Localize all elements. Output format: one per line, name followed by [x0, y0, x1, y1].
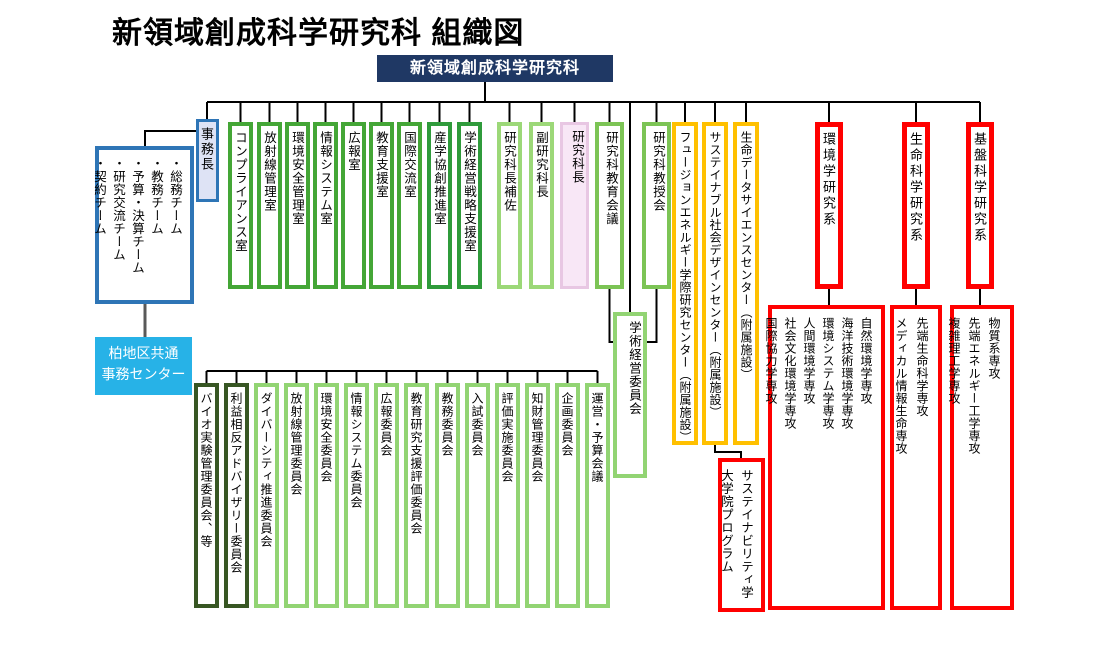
vice-dean-box: 副研究科長: [529, 122, 554, 289]
life-sciences-division-box: 生命科学研究系: [902, 122, 930, 289]
secretary-general-box: 事務長: [196, 119, 219, 202]
public-relations-committee-box: 広報委員会: [374, 383, 399, 608]
dean-assistant-box: 研究科長補佐: [497, 122, 522, 289]
radiation-committee-box: 放射線管理委員会: [284, 383, 309, 608]
environment-safety-office-box: 環境安全管理室: [285, 122, 310, 289]
environmental-studies-division-box: 環境学研究系: [815, 122, 843, 289]
information-system-committee-box: 情報システム委員会: [344, 383, 369, 608]
management-budget-council-box: 運営・予算会議: [585, 383, 610, 608]
academic-management-committee-box: 学術経営委員会: [613, 312, 647, 478]
admissions-committee-box: 入試委員会: [465, 383, 490, 608]
ip-management-committee-box: 知財管理委員会: [525, 383, 550, 608]
sustainability-program-box: サステイナビリティ学 大学院プログラム: [718, 458, 765, 612]
chart-title: 新領域創成科学研究科 組織図: [112, 17, 525, 50]
life-data-science-center-box: 生命データサイエンスセンター（附属施設）: [733, 122, 759, 445]
faculty-council-box: 研究科教授会: [642, 122, 671, 289]
admin-teams-box: ・総務チーム ・教務チーム ・予算・決算チーム ・研究交流チーム ・契約チーム: [92, 146, 194, 304]
public-relations-office-box: 広報室: [341, 122, 366, 289]
planning-committee-box: 企画委員会: [555, 383, 580, 608]
education-research-evaluation-committee-box: 教育研究支援評価委員会: [404, 383, 429, 608]
sustainable-design-center-box: サステイナブル社会デザインセンター（附属施設）: [702, 122, 728, 445]
kashiwa-admin-center-box: 柏地区共通 事務センター: [95, 337, 192, 395]
coi-advisory-committee-box: 利益相反アドバイザリー委員会: [224, 383, 249, 608]
information-system-office-box: 情報システム室: [313, 122, 338, 289]
root-box: 新領域創成科学研究科: [377, 55, 613, 82]
environmental-departments-box: 自然環境学専攻 海洋技術環境学専攻 環境システム学専攻 人間環境学専攻 社会文化…: [764, 305, 885, 610]
basic-sciences-division-box: 基盤科学研究系: [966, 122, 994, 289]
environment-safety-committee-box: 環境安全委員会: [314, 383, 339, 608]
education-council-box: 研究科教育会議: [595, 122, 624, 289]
basic-science-departments-box: 物質系専攻 先端エネルギー工学専攻 複雑理工学専攻: [947, 305, 1014, 610]
life-science-departments-box: 先端生命科学専攻 メディカル情報生命専攻: [890, 305, 942, 610]
diversity-committee-box: ダイバーシティ推進委員会: [254, 383, 279, 608]
bio-experiment-committee-box: バイオ実験管理委員会、等: [194, 383, 219, 608]
fusion-energy-center-box: フュージョンエネルギー学際研究センター（附属施設）: [672, 122, 698, 445]
compliance-office-box: コンプライアンス室: [228, 122, 253, 289]
academic-strategy-office-box: 学術経営戦略支援室: [457, 122, 482, 289]
education-support-office-box: 教育支援室: [369, 122, 394, 289]
evaluation-committee-box: 評価実施委員会: [495, 383, 520, 608]
international-exchange-office-box: 国際交流室: [397, 122, 422, 289]
dean-box: 研究科長: [560, 122, 589, 289]
radiation-management-office-box: 放射線管理室: [257, 122, 282, 289]
industry-academia-office-box: 産学協創推進室: [427, 122, 452, 289]
academic-affairs-committee-box: 教務委員会: [435, 383, 460, 608]
